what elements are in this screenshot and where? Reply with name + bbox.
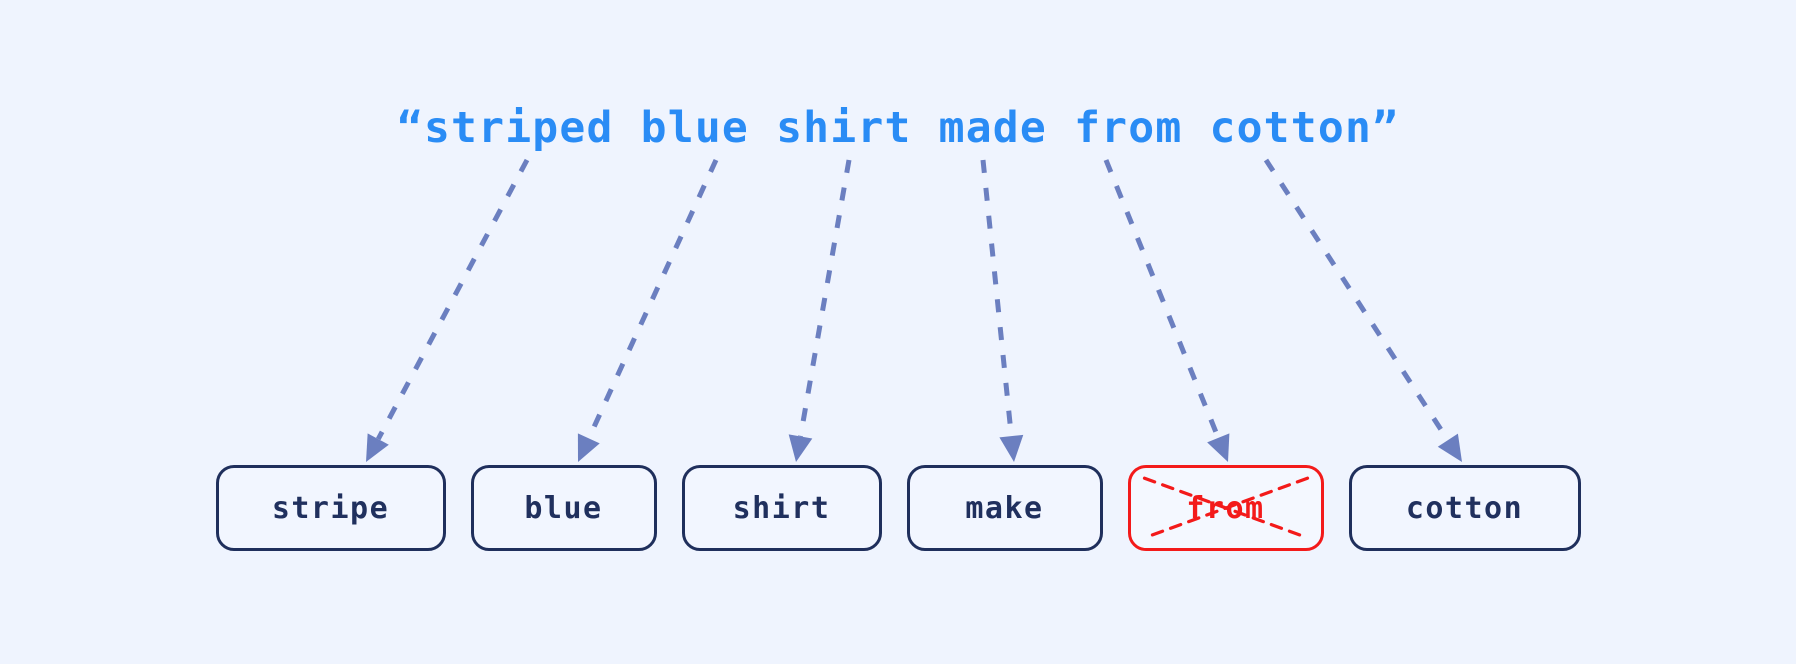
token-label-cotton: cotton [1405, 490, 1524, 526]
arrow-head-from [1207, 433, 1230, 462]
caption-text: “striped blue shirt made from cotton” [396, 103, 1400, 153]
token-box-blue[interactable]: blue [470, 465, 657, 551]
token-label-shirt: shirt [732, 490, 831, 526]
arrow-line-blue [586, 158, 719, 440]
token-label-make: make [965, 490, 1044, 526]
arrow-head-make [999, 434, 1024, 462]
arrow-line-shirt [798, 159, 852, 437]
token-box-stripe[interactable]: stripe [215, 465, 446, 551]
arrow-line-cotton [1263, 158, 1450, 442]
arrow-line-stripe [376, 158, 530, 441]
token-label-stripe: stripe [271, 490, 390, 526]
arrow-line-make [980, 159, 1014, 437]
arrow-head-blue [577, 433, 600, 462]
arrow-head-cotton [1437, 433, 1462, 462]
token-box-make[interactable]: make [906, 465, 1103, 551]
token-box-from[interactable]: from [1127, 465, 1324, 551]
token-box-shirt[interactable]: shirt [681, 465, 882, 551]
token-label-blue: blue [524, 490, 603, 526]
strikethrough-x-icon [1142, 476, 1309, 540]
arrow-head-stripe [366, 433, 389, 462]
token-box-cotton[interactable]: cotton [1348, 465, 1581, 551]
arrow-line-from [1103, 159, 1221, 439]
arrow-head-shirt [788, 434, 813, 462]
token-row: stripe blue shirt make from cotton [0, 465, 1796, 551]
